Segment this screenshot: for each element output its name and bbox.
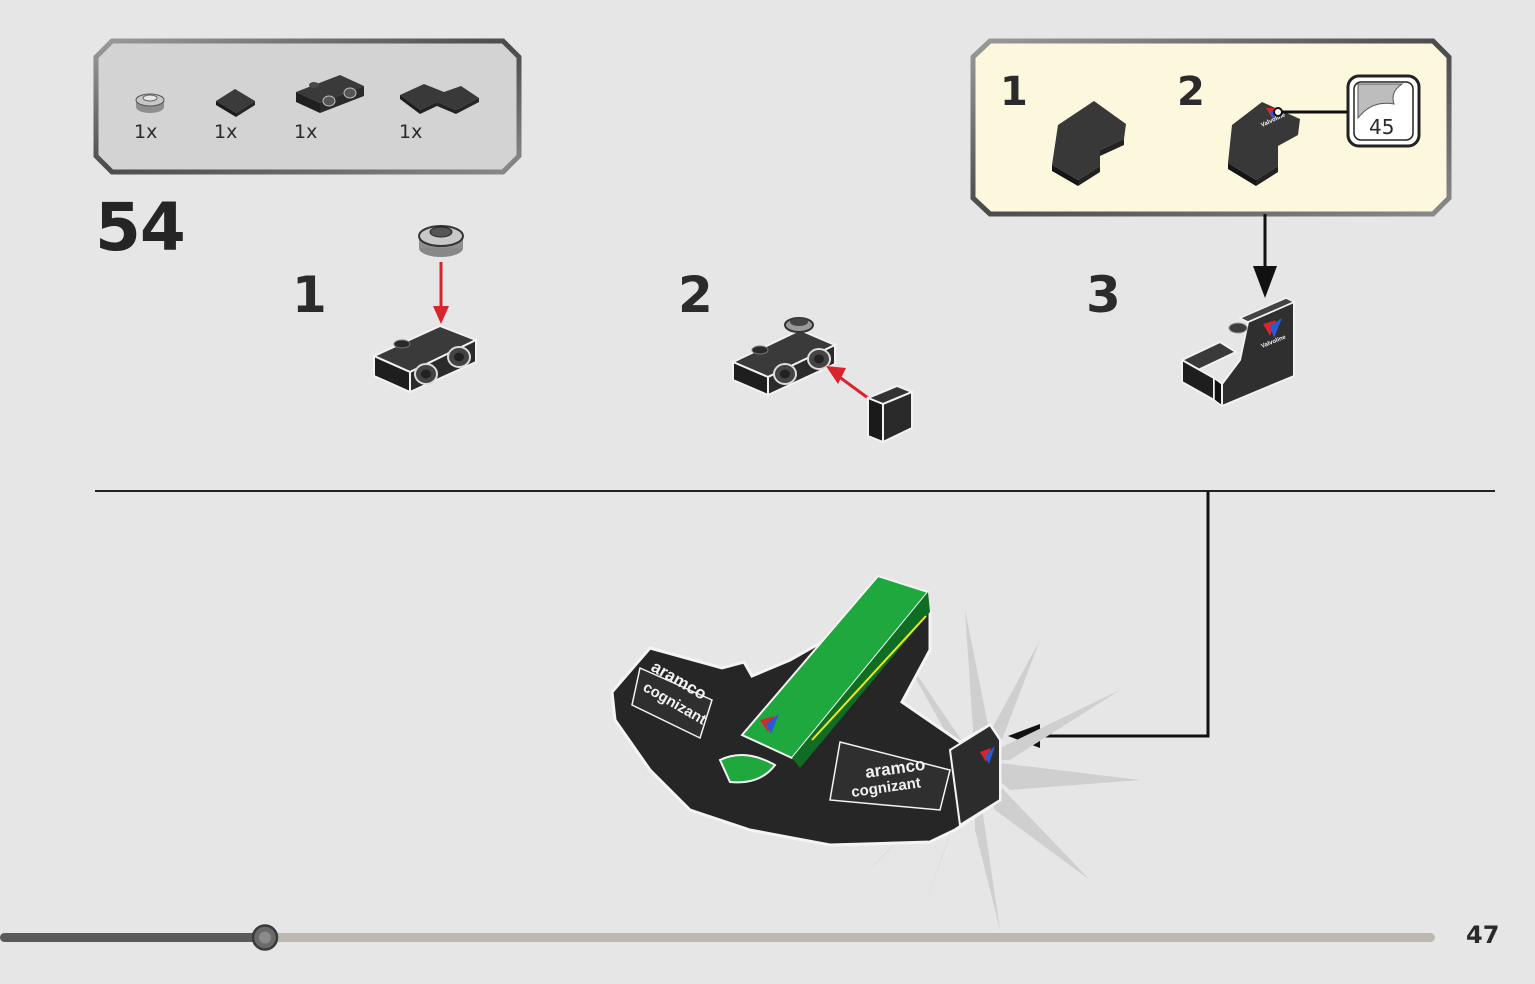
substep-3-illustration: Valvoline — [1179, 297, 1296, 408]
substep-1-illustration — [371, 225, 479, 394]
substep-number: 3 — [1086, 266, 1121, 324]
substep-number: 2 — [678, 266, 713, 324]
part-qty: 1x — [214, 121, 238, 143]
bracket-icon — [296, 75, 364, 113]
progress-track — [0, 933, 1435, 942]
part-qty: 1x — [134, 121, 158, 143]
highlight-burst — [860, 610, 1140, 930]
car-body: aramco cognizant aramco cognizant — [610, 574, 1002, 847]
callout-substep-number: 1 — [1000, 69, 1028, 115]
substep-2-illustration — [730, 317, 915, 444]
round-plate-icon — [135, 93, 165, 113]
corner-tile-illustration — [1052, 101, 1126, 186]
sticker-number: 45 — [1369, 115, 1395, 139]
tile-icon — [216, 89, 255, 117]
corner-tile-icon — [400, 84, 479, 114]
substep-number: 1 — [292, 266, 327, 324]
part-qty: 1x — [399, 121, 423, 143]
progress-fill — [0, 933, 265, 942]
step-number: 54 — [95, 189, 186, 266]
part-qty: 1x — [294, 121, 318, 143]
page-number: 47 — [1466, 921, 1500, 949]
sticker-icon — [1346, 74, 1421, 148]
callout-substep-number: 2 — [1177, 69, 1205, 115]
placement-arrow-line — [1036, 491, 1210, 738]
